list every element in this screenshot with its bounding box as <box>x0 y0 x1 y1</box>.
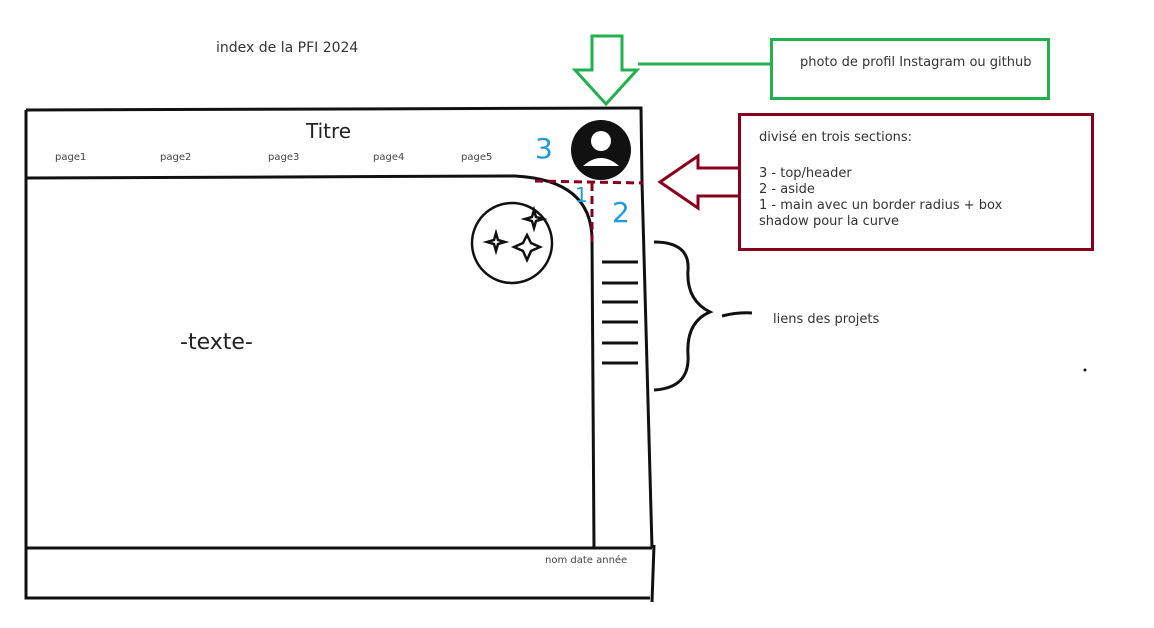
nav-item-page4: page4 <box>373 152 405 163</box>
project-links-note: liens des projets <box>773 312 880 327</box>
green-down-arrow <box>571 34 641 107</box>
sections-note-line-4: shadow pour la curve <box>759 214 900 229</box>
nav-item-page1: page1 <box>55 152 87 163</box>
sections-note-title: divisé en trois sections: <box>759 130 913 145</box>
section-label-top: 3 <box>535 132 553 165</box>
document-title: index de la PFI 2024 <box>216 40 359 56</box>
profile-avatar-icon <box>571 120 631 180</box>
main-curve-border <box>25 174 596 549</box>
stray-dot <box>1083 368 1087 372</box>
red-left-arrow <box>657 153 740 211</box>
nav-item-page3: page3 <box>268 152 300 163</box>
nav-item-page2: page2 <box>160 152 192 163</box>
sparkle-logo-icon <box>470 201 554 285</box>
profile-note-box: photo de profil Instagram ou github <box>770 38 1050 100</box>
main-text-placeholder: -texte- <box>180 330 253 355</box>
section-label-main: 1 <box>575 183 588 207</box>
wireframe-frame <box>24 106 656 603</box>
curve-highlight-box <box>534 179 644 242</box>
sections-note-box: divisé en trois sections: 3 - top/header… <box>738 113 1094 251</box>
aside-link-lines <box>602 260 638 365</box>
sections-note-line-3: 1 - main avec un border radius + box <box>759 198 1003 213</box>
section-label-aside: 2 <box>612 196 630 229</box>
nav-item-page5: page5 <box>461 152 493 163</box>
profile-note-text: photo de profil Instagram ou github <box>800 55 1032 70</box>
brace-connector <box>721 311 753 318</box>
sections-note-line-1: 3 - top/header <box>759 166 852 181</box>
wireframe-title: Titre <box>306 119 352 143</box>
sections-note-line-2: 2 - aside <box>759 182 815 197</box>
curly-brace <box>653 240 714 392</box>
footer-text: nom date année <box>545 555 628 566</box>
aside-border <box>640 181 654 549</box>
